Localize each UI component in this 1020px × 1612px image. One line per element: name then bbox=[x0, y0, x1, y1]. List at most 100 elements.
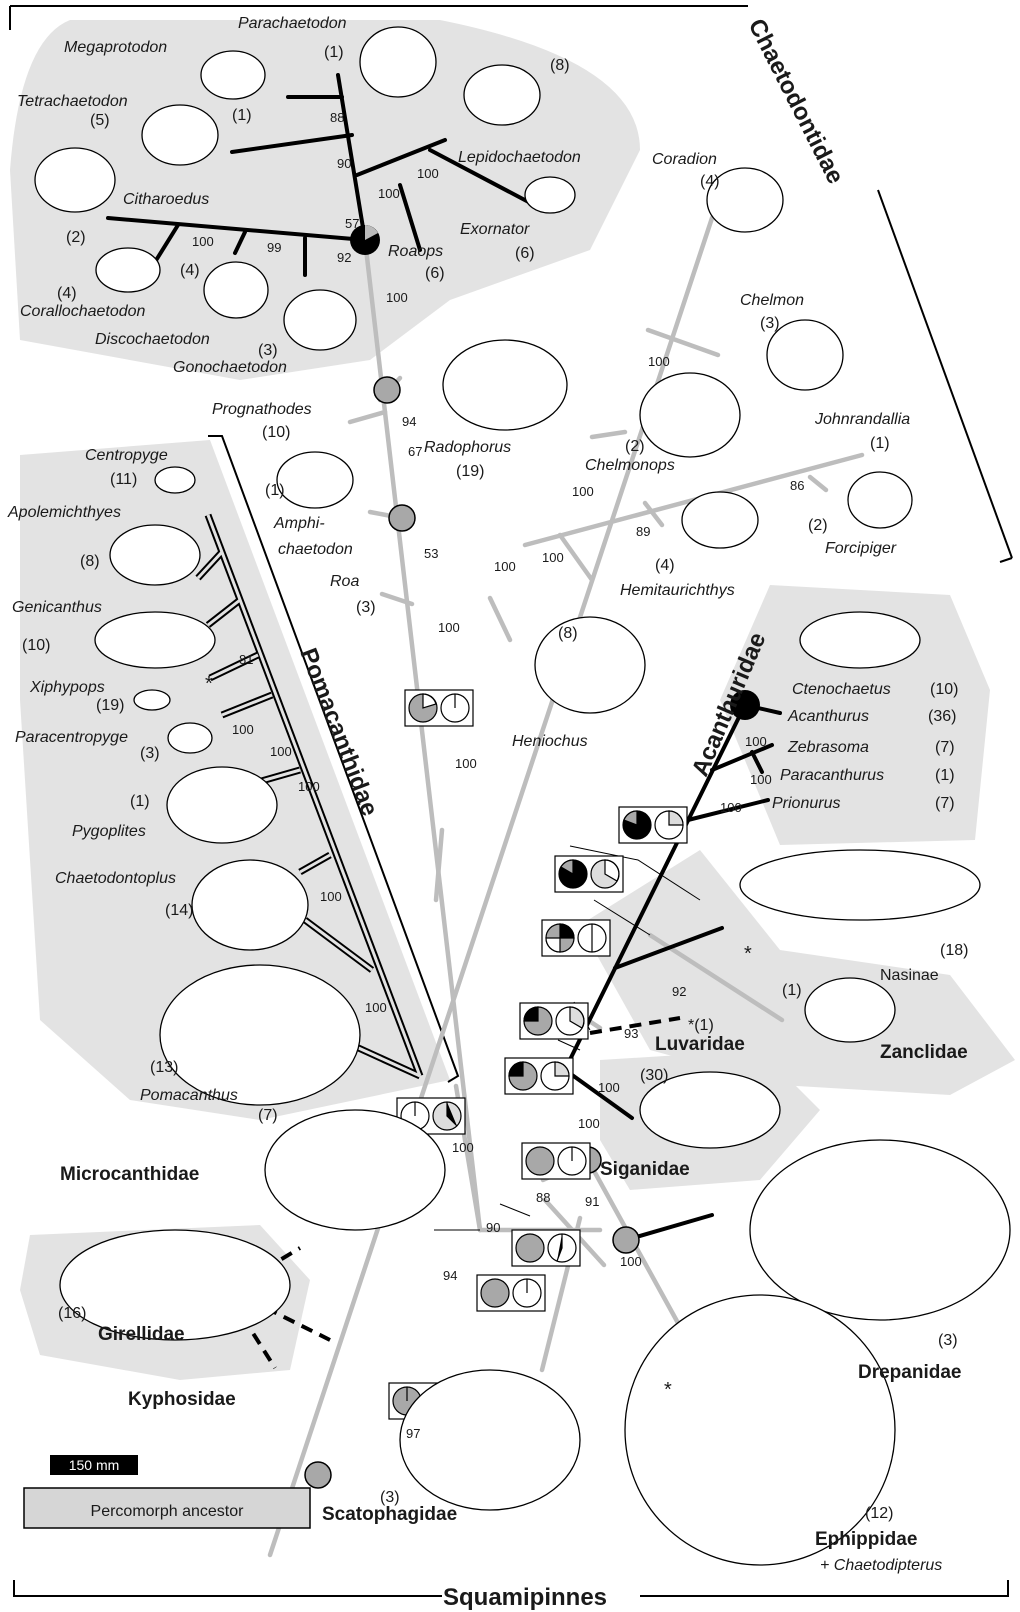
fish-genicanthus bbox=[95, 612, 215, 668]
pie-box-nasinae bbox=[542, 920, 610, 956]
fish-apolemichthyes bbox=[110, 525, 200, 585]
branch-chelmon bbox=[648, 330, 718, 355]
genus-exornator: Exornator bbox=[460, 221, 530, 238]
support-100-poma: 100 bbox=[365, 1000, 387, 1015]
fish-chelmonops bbox=[640, 373, 740, 457]
genus-prognathodes: Prognathodes bbox=[212, 401, 312, 418]
support-100-siganidae: 100 bbox=[598, 1080, 620, 1095]
support-100-paracentro: 100 bbox=[270, 744, 292, 759]
fish-corallochaetodon bbox=[96, 248, 160, 292]
fish-drepanidae bbox=[750, 1140, 1010, 1320]
count-acanthurus: (36) bbox=[928, 708, 956, 725]
ancestor-label: Percomorph ancestor bbox=[91, 1503, 245, 1520]
label-microcanthidae: Microcanthidae bbox=[60, 1164, 199, 1185]
support-92-nasinae: 92 bbox=[672, 984, 686, 999]
support-100-drepanidae: 100 bbox=[620, 1254, 642, 1269]
fish-forcipiger bbox=[848, 472, 912, 528]
pie-box-luvaridae bbox=[520, 1003, 588, 1039]
genus-heniochus: Heniochus bbox=[512, 733, 588, 750]
fish-centropyge bbox=[155, 467, 195, 493]
label-siganidae: Siganidae bbox=[600, 1159, 690, 1180]
support-86: 86 bbox=[790, 478, 804, 493]
count-prognathodes: (10) bbox=[262, 424, 290, 441]
support-100-core: 100 bbox=[386, 290, 408, 305]
support-100-chelmon: 100 bbox=[648, 354, 670, 369]
count-chelmonops: (2) bbox=[625, 438, 645, 455]
fish-acanthurus bbox=[800, 612, 920, 668]
count-zanclidae: (1) bbox=[782, 982, 802, 999]
count-roa: (3) bbox=[356, 599, 376, 616]
genus-citharoedus: Citharoedus bbox=[123, 191, 209, 208]
count-discochaetodon: (4) bbox=[180, 262, 200, 279]
genus-coradion: Coradion bbox=[652, 151, 717, 168]
support-57: 57 bbox=[345, 216, 359, 231]
fish-tetrachaetodon bbox=[142, 105, 218, 165]
count-paracentropyge: (3) bbox=[140, 745, 160, 762]
label-nasinae: Nasinae bbox=[880, 967, 939, 984]
count-pomacanthus: (13) bbox=[150, 1059, 178, 1076]
count-xiphypops: (19) bbox=[96, 697, 124, 714]
support-88-node: 88 bbox=[536, 1190, 550, 1205]
count-genicanthus: (10) bbox=[22, 637, 50, 654]
genus-forcipiger: Forcipiger bbox=[825, 540, 897, 557]
fish-hemitaurichthys bbox=[682, 492, 758, 548]
support-53: 53 bbox=[424, 546, 438, 561]
label-luvaridae: Luvaridae bbox=[655, 1034, 745, 1055]
label-scatophagidae: Scatophagidae bbox=[322, 1504, 457, 1525]
support-97: 97 bbox=[406, 1426, 420, 1441]
genus-pygoplites: Pygoplites bbox=[72, 823, 146, 840]
count-zebrasoma: (7) bbox=[935, 739, 955, 756]
count-drepanidae: (3) bbox=[938, 1332, 958, 1349]
pie-box-node-88 bbox=[522, 1143, 590, 1179]
genus-corallochaetodon: Corallochaetodon bbox=[20, 303, 146, 320]
count-lepidochaetodon: (8) bbox=[550, 57, 570, 74]
support-100-pygo: 100 bbox=[298, 779, 320, 794]
fish-chaetodontoplus bbox=[192, 860, 308, 950]
genus-roa: Roa bbox=[330, 573, 359, 590]
fish-xiphypops bbox=[134, 690, 170, 710]
genus-hemitaurichthys: Hemitaurichthys bbox=[620, 582, 735, 599]
genus-radophorus: Radophorus bbox=[424, 439, 511, 456]
count-coradion: (4) bbox=[700, 173, 720, 190]
support-100-xiphy: 100 bbox=[232, 722, 254, 737]
count-exornator: (6) bbox=[515, 245, 535, 262]
count-tetrachaetodon: (5) bbox=[90, 112, 110, 129]
genus-chaetodon: chaetodon bbox=[278, 541, 353, 558]
support-100-zebrasoma: 100 bbox=[750, 772, 772, 787]
genus-xiphypops: Xiphypops bbox=[29, 679, 105, 696]
count-roaops: (6) bbox=[425, 265, 445, 282]
pie-box-acanth-1 bbox=[619, 807, 687, 843]
count-girellidae: (16) bbox=[58, 1305, 86, 1322]
fish-nasinae bbox=[740, 850, 980, 920]
fish-pygoplites bbox=[167, 767, 277, 843]
fish-ephippidae bbox=[625, 1295, 895, 1565]
fish-scatophagidae bbox=[400, 1370, 580, 1510]
fish-lepidochaetodon bbox=[464, 65, 540, 125]
genus-apolemichthyes: Apolemichthyes bbox=[7, 504, 121, 521]
support-90-node: 90 bbox=[486, 1220, 500, 1235]
support-99: 99 bbox=[267, 240, 281, 255]
label-drepanidae: Drepanidae bbox=[858, 1362, 961, 1383]
genus-chelmonops: Chelmonops bbox=[585, 457, 675, 474]
count-amphichaetodon: (1) bbox=[265, 482, 285, 499]
label-kyphosidae: Kyphosidae bbox=[128, 1389, 236, 1410]
count-paracanthurus: (1) bbox=[935, 767, 955, 784]
support-90: 90 bbox=[337, 156, 351, 171]
support-100-pomacanthidae: 100 bbox=[452, 1140, 474, 1155]
count-ctenochaetus: (10) bbox=[930, 681, 958, 698]
count-siganidae: (30) bbox=[640, 1067, 668, 1084]
count-chelmon: (3) bbox=[760, 315, 780, 332]
scale-bar-label: 150 mm bbox=[69, 1457, 120, 1473]
fish-discochaetodon bbox=[204, 262, 268, 318]
count-scatophagidae: (3) bbox=[380, 1489, 400, 1506]
count-gonochaetodon: (3) bbox=[258, 342, 278, 359]
count-pygoplites: (1) bbox=[130, 793, 150, 810]
count-apolemichthyes: (8) bbox=[80, 553, 100, 570]
genus-ctenochaetus: Ctenochaetus bbox=[792, 681, 891, 698]
support-81: 81 bbox=[239, 652, 253, 667]
genus-chaetodontoplus: Chaetodontoplus bbox=[55, 870, 176, 887]
count-radophorus: (19) bbox=[456, 463, 484, 480]
label-girellidae: Girellidae bbox=[98, 1324, 185, 1345]
fish-pomacanthus bbox=[160, 965, 360, 1105]
genus-centropyge: Centropyge bbox=[85, 447, 168, 464]
